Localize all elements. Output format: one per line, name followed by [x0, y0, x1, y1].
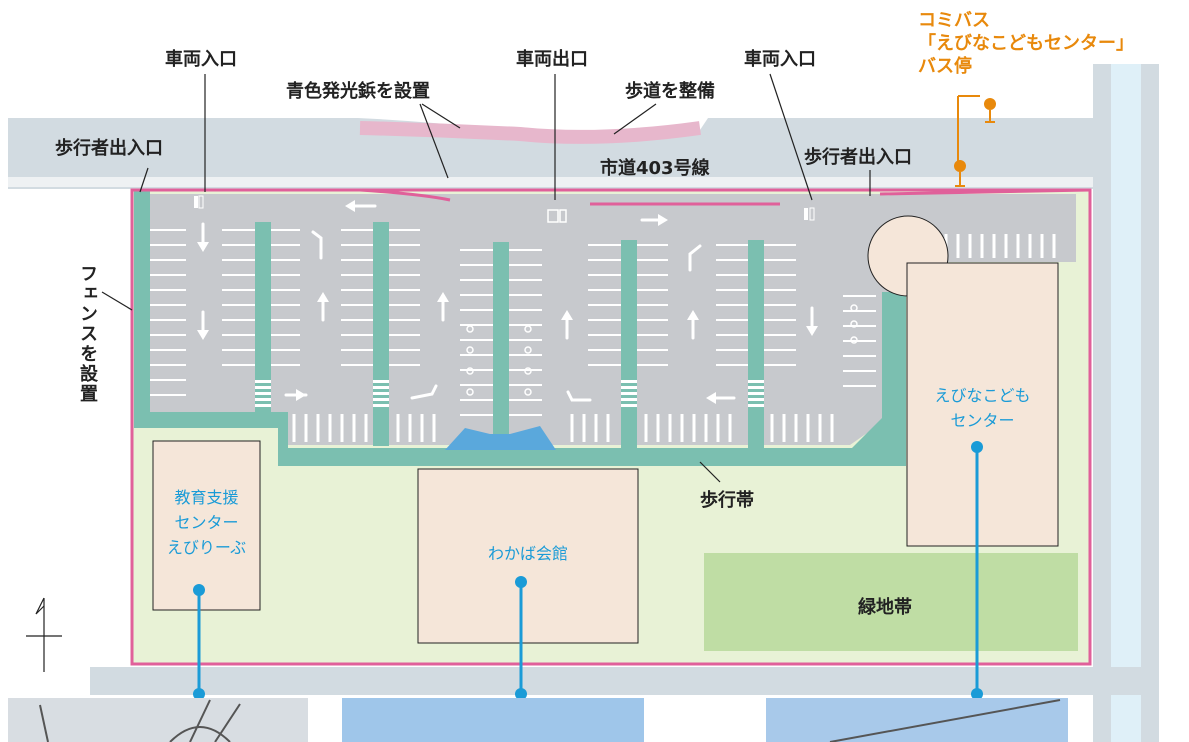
location-marker-icon [193, 441, 983, 700]
wakaba-label: わかば会館 [487, 544, 568, 563]
building-edu [152, 440, 261, 611]
walkway-strip [373, 222, 389, 446]
bus-stop-line3: バス停 [918, 56, 972, 77]
bus-stop-label: コミバス 「えびなこどもセンター」 バス停 [918, 9, 1134, 78]
bus-stop-line2: 「えびなこどもセンター」 [918, 33, 1134, 54]
bottom-road [90, 667, 1158, 695]
green-belt-label: 緑地帯 [858, 597, 912, 618]
edu-center-label: 教育支援 センター えびりーぶ [153, 485, 260, 560]
photo-ebina [766, 698, 1068, 742]
building-ebina [906, 262, 1059, 547]
photo-details [39, 699, 1061, 742]
parking-stalls-bottom [292, 234, 1056, 442]
site-boundary [130, 188, 1092, 666]
photo-wakaba [342, 698, 644, 742]
road-name-label: 市道403号線 [600, 158, 710, 179]
bicycle-icon [466, 304, 858, 396]
bus-stop-icon [954, 95, 996, 187]
vehicle-entrance-left-label: 車両入口 [165, 49, 237, 70]
ebina-center-label: えびなこども センター [907, 383, 1058, 433]
fence-label: フェンスを設置 [77, 264, 98, 404]
road-edge-strip [8, 177, 1093, 187]
leader-lines [101, 73, 871, 483]
edu-line2: センター [174, 513, 239, 532]
entrance-markers [194, 195, 815, 223]
ebina-line2: センター [950, 411, 1015, 430]
edu-line3: えびりーぶ [166, 538, 247, 557]
ped-entrance-right-label: 歩行者出入口 [804, 147, 912, 168]
ebina-line1: えびなこども [934, 386, 1031, 405]
building-wakaba [417, 468, 639, 644]
walkway-strip [493, 242, 509, 446]
sidewalk-pink [359, 121, 701, 144]
edu-line1: 教育支援 [174, 488, 239, 507]
ped-entrance-left-label: 歩行者出入口 [55, 138, 163, 159]
direction-arrow-icon [197, 200, 818, 404]
walkway-label: 歩行帯 [700, 490, 754, 511]
walkway-strip [748, 240, 764, 448]
bus-stop-line1: コミバス [918, 10, 990, 31]
vehicle-exit-label: 車両出口 [516, 49, 588, 70]
vehicle-entrance-right-label: 車両入口 [744, 49, 816, 70]
parking-stalls [150, 229, 876, 416]
crossing-ramp [445, 426, 556, 450]
north-arrow-icon [26, 597, 62, 672]
sidewalk-label: 歩道を整備 [625, 81, 715, 102]
walkway-strip [621, 240, 637, 448]
side-road-lane [1111, 64, 1141, 742]
green-belt [704, 553, 1078, 651]
walkway-strip [255, 222, 271, 417]
photo-edu [8, 698, 308, 742]
boundary-top [180, 188, 1091, 206]
blue-lights-label: 青色発光鋲を設置 [286, 81, 430, 102]
